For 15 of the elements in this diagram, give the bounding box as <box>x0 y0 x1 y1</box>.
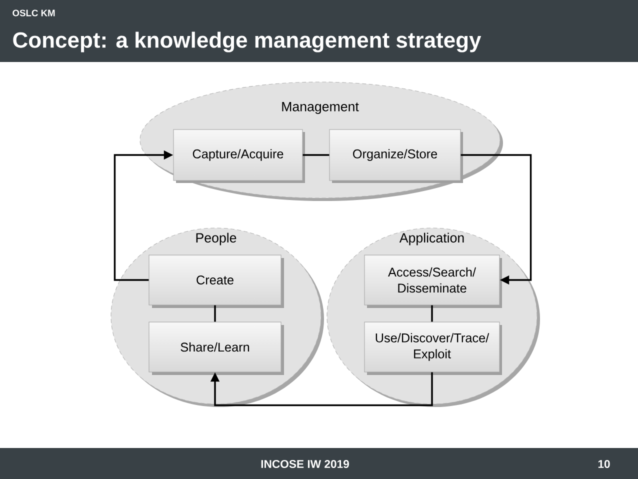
section-label: OSLC KM <box>12 10 55 16</box>
connector <box>431 305 433 322</box>
process-box: Organize/Store <box>329 129 463 183</box>
process-box: Access/Search/ Disseminate <box>364 254 502 308</box>
connector <box>460 154 532 285</box>
process-box: Share/Learn <box>148 322 284 375</box>
connector <box>210 372 433 406</box>
event-label: INCOSE IW 2019 <box>261 460 349 468</box>
process-box: Create <box>148 254 284 308</box>
slide-title: Concept: a knowledge management strategy <box>13 32 482 52</box>
process-box: Use/Discover/Trace/ Exploit <box>364 322 502 375</box>
page-number: 10 <box>598 460 610 468</box>
process-box: Capture/Acquire <box>173 129 305 183</box>
connector <box>214 305 216 322</box>
connector <box>302 154 330 156</box>
